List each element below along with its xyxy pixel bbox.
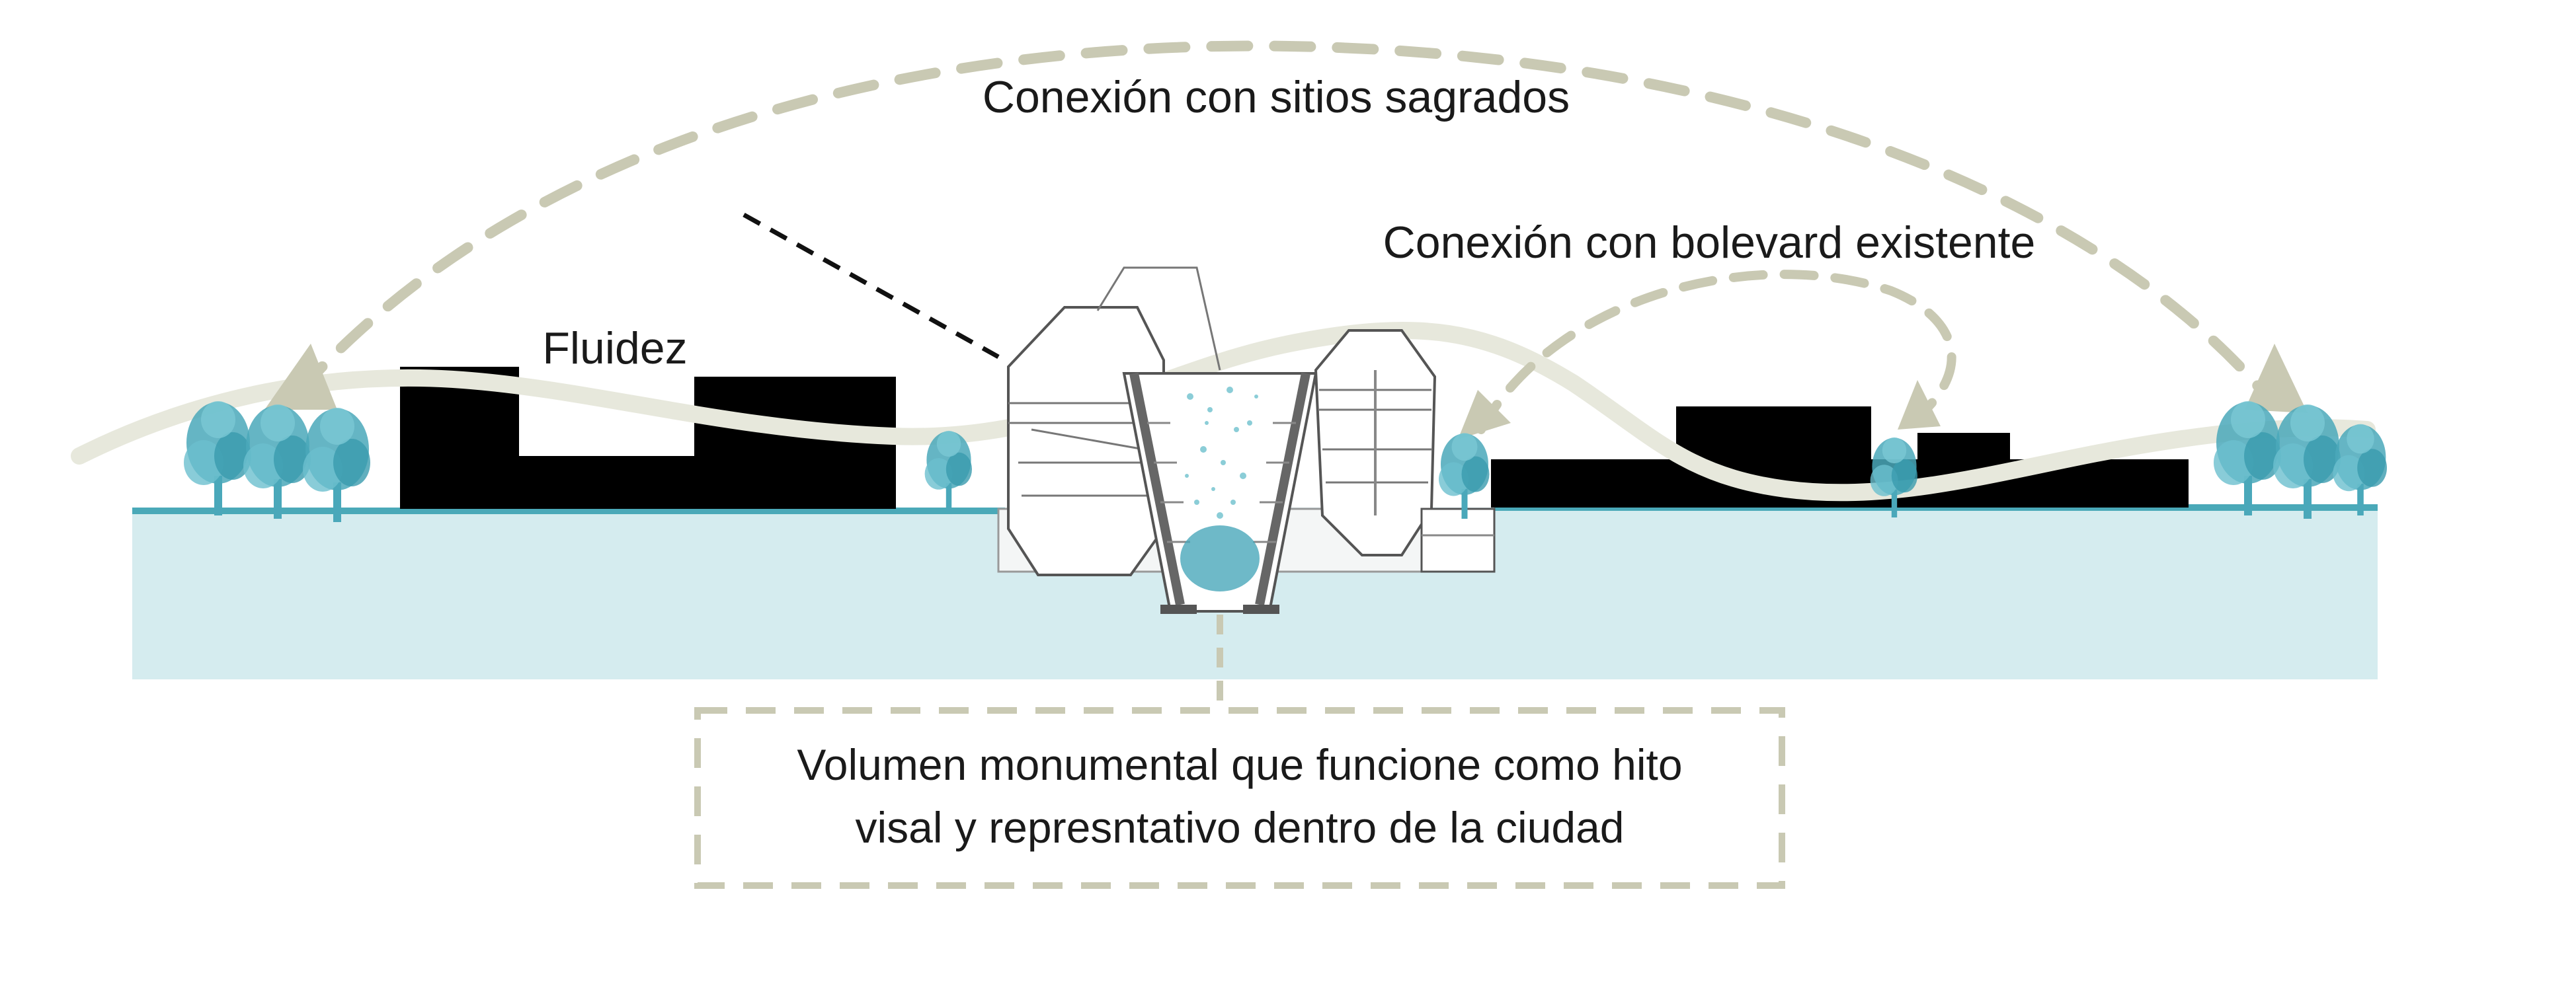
- label-fluidity: Fluidez: [542, 323, 687, 373]
- callout-box: [694, 707, 1785, 889]
- callout-text-line-1: Volumen monumental que funcione como hit…: [797, 740, 1682, 789]
- tree-icon: [184, 401, 370, 522]
- sacred-sites-arc: [292, 40, 2267, 398]
- arrowhead-icon: [264, 344, 337, 410]
- label-sacred-sites: Conexión con sitios sagrados: [983, 72, 1570, 122]
- building-block-right: [1491, 406, 2189, 508]
- arrowhead-icon: [1898, 380, 1941, 430]
- tree-icon: [924, 430, 972, 511]
- tree-icon: [1439, 433, 1490, 519]
- building-block-left: [400, 367, 896, 509]
- label-boulevard: Conexión con bolevard existente: [1383, 217, 2036, 268]
- monument-section: [997, 266, 1496, 614]
- boulevard-arc: [1476, 270, 1956, 434]
- tree-icon: [2214, 401, 2387, 519]
- callout-text-line-2: visal y represntativo dentro de la ciuda…: [856, 803, 1625, 852]
- leader-line-dashed: [743, 212, 1000, 360]
- arrowhead-icon: [2245, 344, 2308, 413]
- arrowhead-icon: [1458, 390, 1511, 439]
